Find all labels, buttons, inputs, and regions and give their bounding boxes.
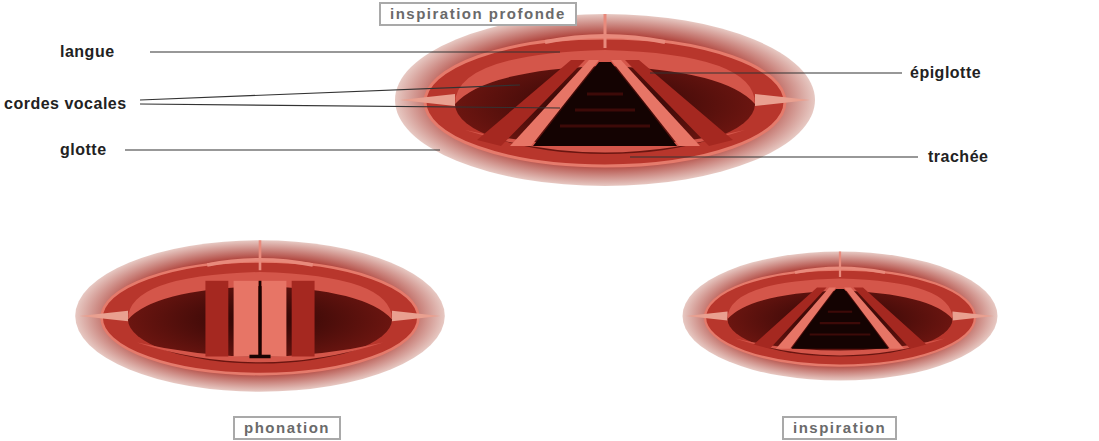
part-label: glotte <box>60 141 107 159</box>
part-label: épiglotte <box>910 64 981 82</box>
leader-lines <box>125 52 918 157</box>
caption-text: phonation <box>244 419 330 437</box>
part-label: cordes vocales <box>4 95 127 113</box>
caption-text: inspiration <box>793 419 886 437</box>
caption-box: inspiration <box>782 416 897 440</box>
part-label: trachée <box>928 148 988 166</box>
caption-text: inspiration profonde <box>390 5 566 23</box>
caption-box: phonation <box>233 416 341 440</box>
caption-box: inspiration profonde <box>379 2 577 26</box>
part-label: langue <box>60 43 115 61</box>
